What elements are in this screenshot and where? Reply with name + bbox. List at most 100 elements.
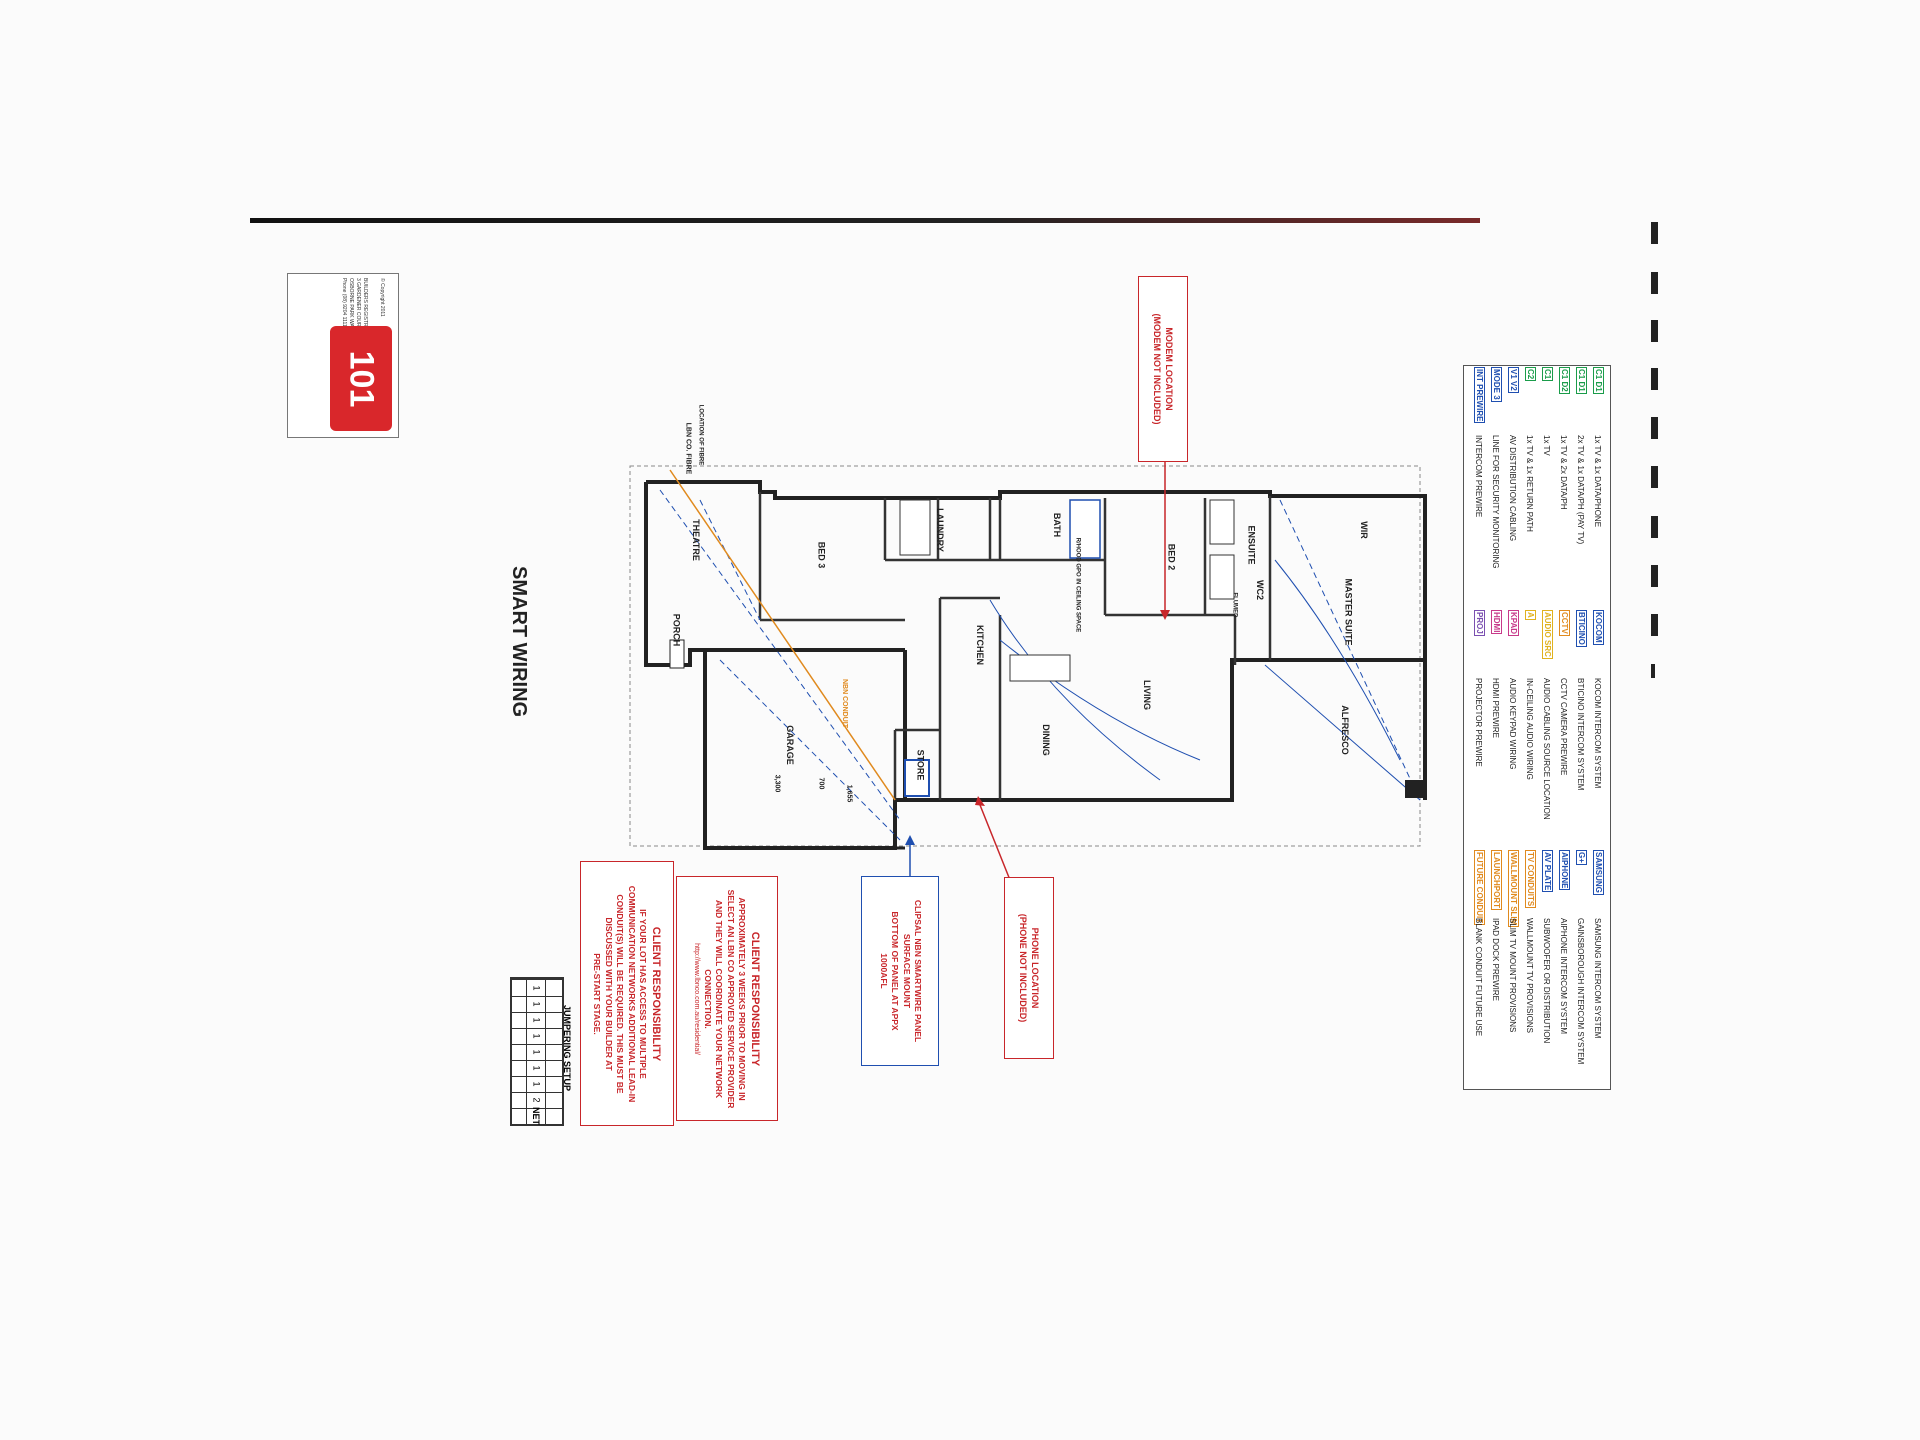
phone-callout: PHONE LOCATION (PHONE NOT INCLUDED)	[1004, 877, 1054, 1059]
dim-1655: 1,655	[845, 784, 853, 803]
room-dining: DINING	[1040, 724, 1051, 756]
legend-tag: A	[1525, 610, 1536, 620]
legend-description: CCTV CAMERA PREWIRE	[1559, 678, 1568, 776]
clipsal-callout: CLIPSAL NBN SMARTWIRE PANEL SURFACE MOUN…	[861, 876, 939, 1066]
client2-line-4: DISCUSSED WITH YOUR BUILDER AT	[603, 916, 614, 1071]
phone-line-2: (PHONE NOT INCLUDED)	[1018, 913, 1028, 1023]
jumper-cell-8: 2	[526, 1091, 547, 1109]
legend-tag: C1 D2	[1559, 367, 1570, 394]
client1-line-2: SELECT AN LBN CO APPROVED SERVICE PROVID…	[725, 889, 736, 1108]
legend-description: BTICINO INTERCOM SYSTEM	[1576, 678, 1585, 791]
label-nbn-conduit: NBN CONDUIT	[841, 679, 848, 728]
modem-callout: MODEM LOCATION (MODEM NOT INCLUDED)	[1138, 276, 1188, 462]
legend-description: SUBWOOFER OR DISTRIBUTION	[1542, 918, 1551, 1044]
modem-line-2: (MODEM NOT INCLUDED)	[1152, 313, 1162, 425]
jumper-cell-1: 1	[526, 979, 547, 997]
phone-line-1: PHONE LOCATION	[1030, 927, 1041, 1009]
legend-tag: AV PLATE	[1542, 850, 1553, 893]
legend-description: HDMI PREWIRE	[1491, 678, 1500, 738]
client2-line-1: IF YOUR LOT HAS ACCESS TO MULTIPLE	[638, 908, 649, 1079]
scan-mark	[1651, 368, 1658, 390]
clipsal-line-3: BOTTOM OF PANEL AT APPX	[890, 911, 900, 1031]
jumper-cell-4: 1	[526, 1027, 547, 1045]
legend-tag: CCTV	[1559, 610, 1570, 636]
legend-description: IN-CEILING AUDIO WIRING	[1525, 678, 1534, 780]
legend-tag: C2	[1525, 367, 1536, 382]
modem-line-1: MODEM LOCATION	[1164, 327, 1175, 411]
client2-title: CLIENT RESPONSIBILITY	[650, 926, 663, 1061]
client1-line-3: AND THEY WILL COORDINATE YOUR NETWORK	[714, 899, 725, 1098]
jumpering-title: JUMPERING SETUP	[562, 1005, 572, 1092]
legend-description: LINE FOR SECURITY MONITORING	[1491, 435, 1500, 569]
label-lbn-fibre: LBN CO. FIBRE	[684, 422, 692, 475]
builder-logo: 101	[330, 326, 392, 431]
room-store: STORE	[915, 749, 926, 781]
clipsal-line-4: 1000AFL	[878, 953, 889, 989]
room-bed2: BED 2	[1166, 543, 1177, 571]
legend-description: PROJECTOR PREWIRE	[1474, 678, 1483, 767]
scan-mark	[1651, 272, 1658, 294]
scan-mark	[1651, 516, 1658, 538]
legend-description: AIPHONE INTERCOM SYSTEM	[1559, 918, 1568, 1035]
legend-tag: SAMSUNG	[1593, 850, 1604, 895]
jumper-cell-3: 1	[526, 1011, 547, 1029]
room-alfresco: ALFRESCO	[1339, 705, 1350, 755]
legend-tag: TV CONDUITS	[1525, 850, 1536, 909]
label-rhood: R/HOOD GPO IN CEILING SPACE	[1074, 537, 1081, 633]
legend-description: SLIM TV MOUNT PROVISIONS	[1508, 918, 1517, 1033]
jumper-cell-6: 1	[526, 1059, 547, 1077]
legend-tag: AUDIO SRC	[1542, 610, 1553, 659]
legend-tag: FUTURE CONDUIT	[1474, 850, 1485, 926]
label-flumed: FLUMED	[1231, 592, 1238, 618]
client-responsibility-1: CLIENT RESPONSIBILITY APPROXIMATELY 3 WE…	[676, 876, 778, 1121]
client1-link: http://www.lbnco.com.au/residential/	[693, 942, 701, 1055]
legend-tag: V1 V2	[1508, 367, 1519, 393]
legend-tag: KOCOM	[1593, 610, 1604, 645]
legend-description: INTERCOM PREWIRE	[1474, 435, 1483, 518]
jumper-net: NET	[526, 1107, 547, 1125]
scan-mark	[1651, 222, 1658, 244]
room-wc2: WC2	[1255, 580, 1265, 600]
dim-3300: 3,300	[773, 774, 781, 793]
legend-description: GAINSBOROUGH INTERCOM SYSTEM	[1576, 918, 1585, 1065]
legend-tag: WALLMOUNT SLIM	[1508, 850, 1519, 928]
room-kitchen: KITCHEN	[975, 625, 985, 665]
legend-tag: C1	[1542, 367, 1553, 382]
legend-tag: INT PREWIRE	[1474, 367, 1485, 424]
legend-tag: BTICINO	[1576, 610, 1587, 647]
legend-description: IPAD DOCK PREWIRE	[1491, 918, 1500, 1001]
legend-tag: MODE 3	[1491, 367, 1502, 402]
legend-description: SAMSUNG INTERCOM SYSTEM	[1593, 918, 1602, 1039]
client1-line-4: CONNECTION.	[702, 968, 713, 1029]
jumper-cell-5: 1	[526, 1043, 547, 1061]
dim-700: 700	[817, 777, 825, 790]
legend-tag: C1 D1	[1576, 367, 1587, 394]
room-living: LIVING	[1142, 679, 1153, 711]
legend-tag: G+	[1576, 850, 1587, 865]
room-master-suite: MASTER SUITE	[1343, 578, 1354, 646]
legend-description: 1x TV & 1x DATA/PHONE	[1593, 435, 1602, 528]
scan-mark	[1651, 417, 1658, 439]
wiring-legend	[1463, 365, 1611, 1090]
client2-line-2: COMMUNICATION NETWORKS ADDITIONAL LEAD-I…	[626, 885, 637, 1102]
legend-tag: PROJ	[1474, 610, 1485, 636]
legend-description: WALLMOUNT TV PROVISIONS	[1525, 918, 1534, 1033]
room-porch: PORCH	[671, 613, 682, 647]
legend-description: AV DISTRIBUTION CABLING	[1508, 435, 1517, 542]
room-theatre: THEATRE	[690, 519, 701, 561]
scan-mark	[1651, 565, 1658, 587]
room-wir: WIR	[1358, 521, 1369, 539]
legend-description: AUDIO CABLING SOURCE LOCATION	[1542, 678, 1551, 820]
clipsal-line-1: CLIPSAL NBN SMARTWIRE PANEL	[912, 899, 923, 1043]
legend-description: 1x TV & 1x RETURN PATH	[1525, 435, 1534, 532]
scan-mark	[1651, 320, 1658, 342]
legend-tag: HDMI	[1491, 610, 1502, 635]
client2-line-5: PRE-START STAGE.	[592, 952, 603, 1035]
legend-tag: KPAD	[1508, 610, 1519, 637]
client-responsibility-2: CLIENT RESPONSIBILITY IF YOUR LOT HAS AC…	[580, 861, 674, 1126]
legend-description: 1x TV & 2x DATA/PH	[1559, 435, 1568, 510]
legend-description: 1x TV	[1542, 435, 1551, 456]
jumper-cell-7: 1	[526, 1075, 547, 1093]
legend-tag: LAUNCHPORT	[1491, 850, 1502, 910]
